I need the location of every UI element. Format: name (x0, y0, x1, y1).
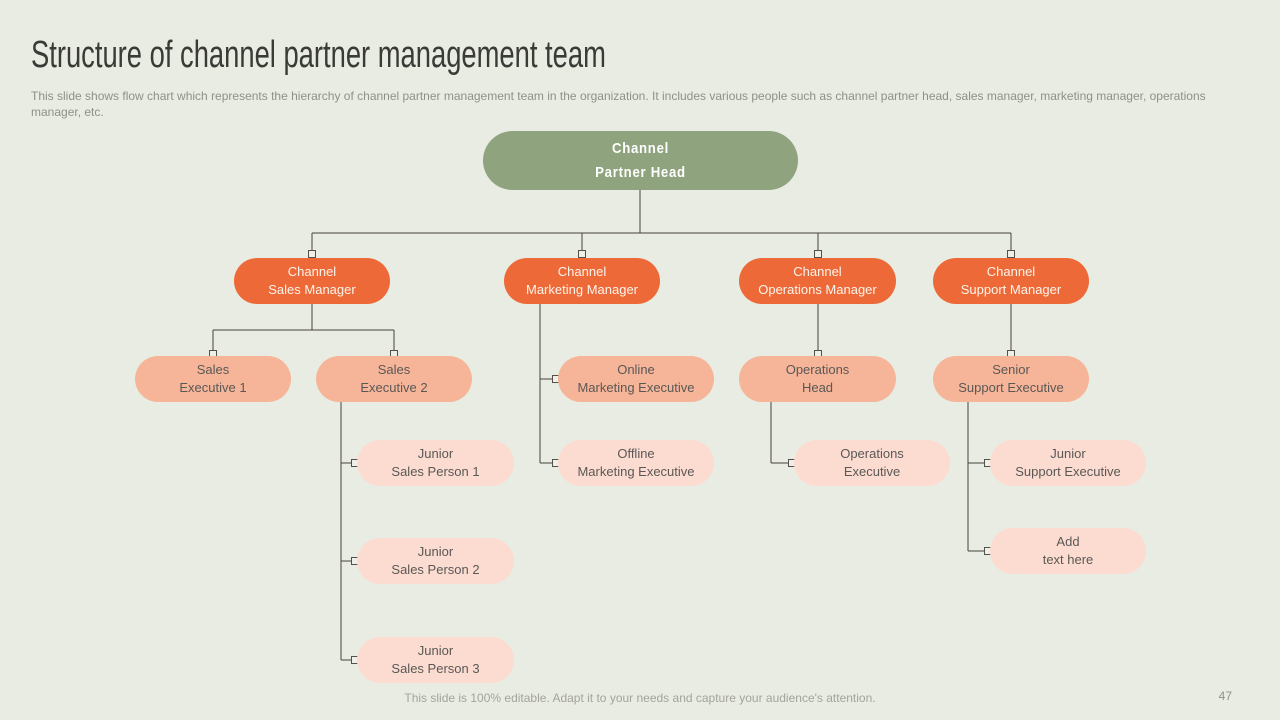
slide-footer-note: This slide is 100% editable. Adapt it to… (404, 691, 876, 705)
slide-description: This slide shows flow chart which repres… (31, 89, 1206, 120)
connection-anchor-squares (209, 250, 1015, 664)
connector-lines (212, 190, 1012, 661)
page-number: 47 (1218, 689, 1232, 703)
page-title-text: Structure of channel partner management … (31, 34, 606, 76)
page-title: Structure of channel partner management … (31, 34, 829, 77)
